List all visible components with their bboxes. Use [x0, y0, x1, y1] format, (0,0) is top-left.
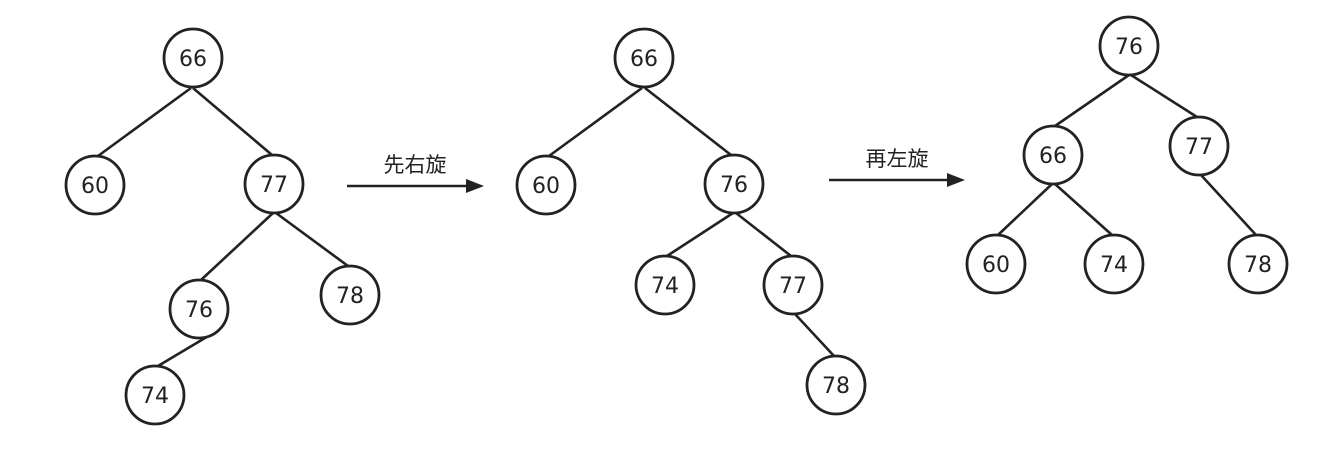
edge-c66-c60	[997, 183, 1053, 236]
edge-c76-c66	[1054, 73, 1130, 128]
node-circle	[1083, 233, 1145, 295]
node-label: 60	[982, 253, 1010, 278]
node-circle	[634, 254, 696, 316]
node-circle	[613, 27, 675, 89]
arrow-2: 再左旋	[829, 147, 965, 187]
node-circle	[762, 254, 824, 316]
tree-node-66: 66	[162, 27, 224, 89]
node-circle	[965, 233, 1027, 295]
tree-node-74: 74	[1083, 233, 1145, 295]
edge-a66-a77	[192, 87, 273, 156]
node-circle	[64, 154, 126, 216]
arrow-label: 再左旋	[866, 147, 929, 171]
nodes-layer: 66 60 77 76 78 74 66 60 76 74 77 78 76 66 77 60 74 78	[64, 15, 1289, 426]
tree-after-right-rotation: 66 60 76 74 77 78	[515, 27, 867, 416]
edges-layer	[97, 73, 1257, 368]
node-label: 78	[1244, 253, 1272, 278]
tree-after-left-rotation: 76 66 77 60 74 78	[965, 15, 1289, 295]
arrow-head-icon	[947, 173, 965, 187]
tree-before: 66 60 77 76 78 74	[64, 27, 381, 426]
node-label: 60	[532, 174, 560, 199]
edge-b66-b60	[548, 86, 643, 158]
edge-c76-c77	[1130, 73, 1198, 119]
tree-node-66: 66	[1022, 124, 1084, 186]
node-label: 60	[81, 174, 109, 199]
tree-node-76: 76	[168, 278, 230, 340]
node-label: 77	[260, 173, 288, 198]
node-label: 74	[651, 274, 679, 299]
node-circle	[1168, 115, 1230, 177]
node-circle	[1022, 124, 1084, 186]
node-label: 74	[1100, 253, 1128, 278]
edge-b76-b77	[735, 211, 792, 258]
tree-node-76: 76	[703, 153, 765, 215]
node-label: 74	[141, 384, 169, 409]
node-circle	[162, 27, 224, 89]
edge-a66-a60	[97, 86, 192, 158]
node-circle	[515, 154, 577, 216]
tree-node-77: 77	[1168, 115, 1230, 177]
tree-node-74: 74	[634, 254, 696, 316]
edge-c77-c78	[1200, 174, 1257, 236]
edge-b77-b78	[794, 313, 835, 357]
tree-node-76: 76	[1098, 15, 1160, 77]
tree-node-78: 78	[1227, 233, 1289, 295]
node-circle	[168, 278, 230, 340]
tree-node-77: 77	[762, 254, 824, 316]
edge-c66-c74	[1054, 183, 1113, 236]
arrows-layer: 先右旋 再左旋	[347, 147, 965, 193]
node-label: 76	[1115, 35, 1143, 60]
node-circle	[703, 153, 765, 215]
node-label: 66	[1039, 144, 1067, 169]
node-label: 66	[630, 47, 658, 72]
node-circle	[124, 364, 186, 426]
tree-node-77: 77	[243, 153, 305, 215]
node-circle	[319, 264, 381, 326]
tree-node-60: 60	[965, 233, 1027, 295]
node-label: 77	[1185, 135, 1213, 160]
arrow-1: 先右旋	[347, 153, 484, 193]
tree-node-60: 60	[515, 154, 577, 216]
arrow-head-icon	[466, 179, 484, 193]
node-circle	[243, 153, 305, 215]
tree-node-66: 66	[613, 27, 675, 89]
node-label: 77	[779, 274, 807, 299]
edge-a77-a76	[200, 212, 274, 281]
node-label: 76	[720, 173, 748, 198]
node-label: 76	[185, 298, 213, 323]
node-label: 66	[179, 47, 207, 72]
node-label: 78	[336, 284, 364, 309]
tree-node-78: 78	[805, 354, 867, 416]
edge-b66-b76	[644, 86, 732, 157]
tree-node-78: 78	[319, 264, 381, 326]
tree-node-60: 60	[64, 154, 126, 216]
edge-a76-a74	[157, 333, 211, 368]
edge-b76-b74	[666, 211, 734, 258]
node-circle	[1227, 233, 1289, 295]
node-circle	[1098, 15, 1160, 77]
node-circle	[805, 354, 867, 416]
tree-node-74: 74	[124, 364, 186, 426]
edge-a77-a78	[275, 211, 349, 268]
node-label: 78	[822, 374, 850, 399]
arrow-label: 先右旋	[384, 153, 447, 177]
